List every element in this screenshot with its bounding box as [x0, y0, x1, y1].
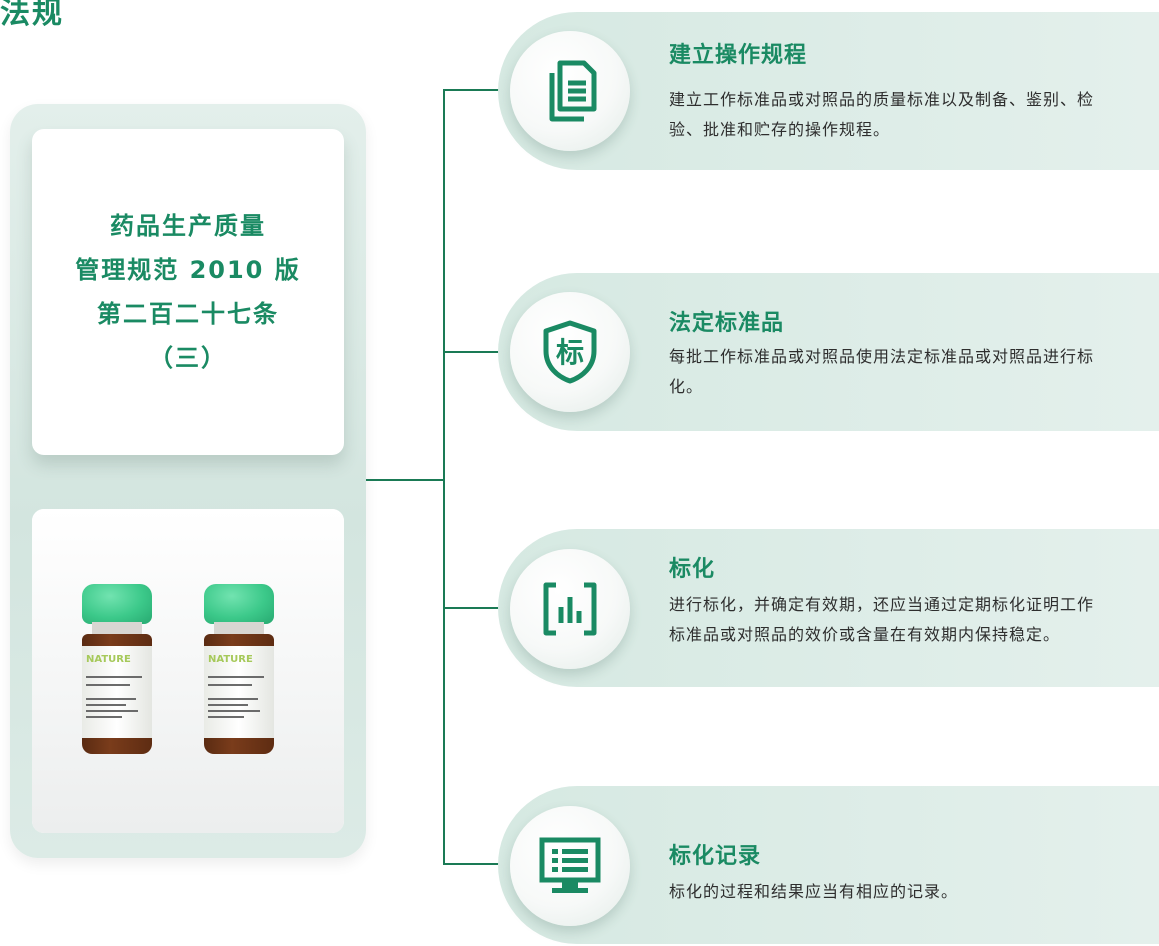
item-desc-1: 建立工作标准品或对照品的质量标准以及制备、鉴别、检验、批准和贮存的操作规程。 — [669, 90, 1095, 139]
product-image-background — [32, 509, 344, 833]
vial-neck — [92, 622, 142, 636]
law-card: 药品生产质量 管理规范 2010 版 第二百二十七条 （三） — [32, 129, 344, 455]
item-title-2: 法定标准品 — [669, 311, 785, 336]
vial-cap — [82, 584, 152, 624]
item-title-4: 标化记录 — [669, 844, 762, 869]
item-icon-circle-1 — [510, 31, 630, 151]
item-icon-circle-3 — [510, 549, 630, 669]
vial-label-line — [86, 704, 126, 706]
connector-branch-2 — [443, 351, 499, 353]
connector-vertical — [443, 89, 445, 864]
vial-brand: NATURE — [86, 654, 131, 665]
vial-label-line — [208, 676, 264, 678]
item-desc-4: 标化的过程和结果应当有相应的记录。 — [669, 882, 959, 901]
vial-label: NATURE — [82, 646, 152, 738]
vial-label-line — [86, 676, 142, 678]
vial-label-line — [208, 684, 252, 686]
vial-label-line — [86, 698, 136, 700]
vial-cap — [204, 584, 274, 624]
item-title-1: 建立操作规程 — [669, 43, 808, 68]
connector-branch-4 — [443, 863, 499, 865]
vial-brand: NATURE — [208, 654, 253, 665]
vial-label-line — [86, 684, 130, 686]
vial-label-line — [86, 716, 122, 718]
vial-neck — [214, 622, 264, 636]
vial-label-line — [208, 698, 258, 700]
law-title: 药品生产质量 管理规范 2010 版 第二百二十七条 （三） — [75, 212, 301, 372]
shield-badge-glyph: 标 — [556, 336, 584, 369]
document-icon — [549, 60, 597, 122]
connector-branch-1 — [443, 89, 499, 91]
item-desc-3: 进行标化，并确定有效期，还应当通过定期标化证明工作标准品或对照品的效价或含量在有… — [669, 595, 1095, 644]
monitor-list-icon — [539, 837, 601, 893]
page-title: 法规 — [0, 0, 64, 31]
item-icon-circle-2: 标 — [510, 292, 630, 412]
chart-frame-icon — [543, 582, 597, 636]
vial-label-line — [86, 710, 138, 712]
vial-label-line — [208, 704, 248, 706]
vial-label: NATURE — [204, 646, 274, 738]
product-image-card: NATURE NATURE — [32, 509, 344, 833]
item-title-3: 标化 — [669, 557, 716, 582]
shield-badge-icon: 标 — [543, 320, 597, 384]
vial-right: NATURE — [204, 584, 274, 759]
connector-branch-3 — [443, 607, 499, 609]
connector-horizontal-main — [366, 479, 444, 481]
vial-label-line — [208, 710, 260, 712]
vial-label-line — [208, 716, 244, 718]
item-icon-circle-4 — [510, 806, 630, 926]
vial-left: NATURE — [82, 584, 152, 759]
item-desc-2: 每批工作标准品或对照品使用法定标准品或对照品进行标化。 — [669, 347, 1095, 396]
